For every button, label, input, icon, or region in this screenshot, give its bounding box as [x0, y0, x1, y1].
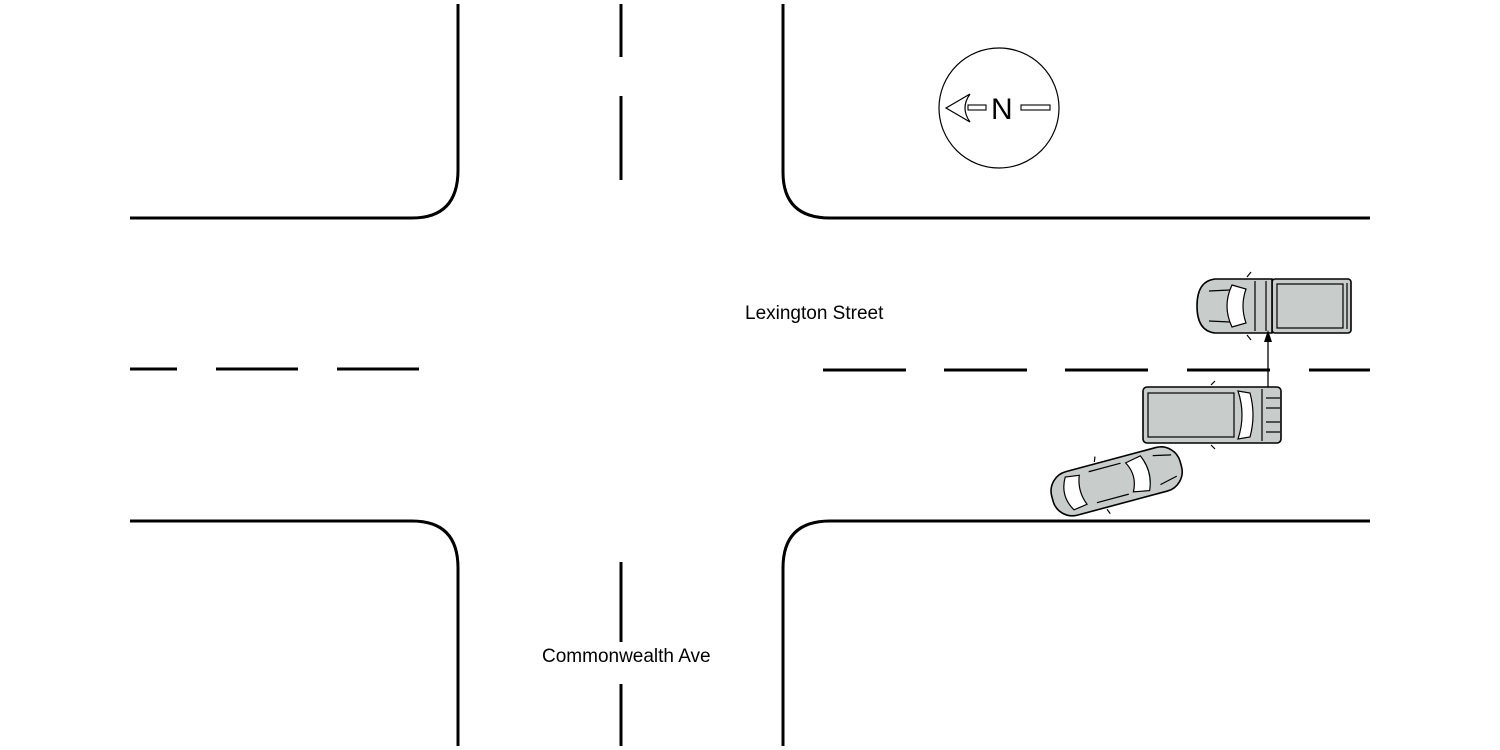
movement-arrow — [1264, 330, 1272, 388]
van-icon — [1142, 380, 1282, 450]
curb-bottom-left — [130, 519, 460, 746]
curb-top-right — [781, 4, 1370, 220]
curb-bottom-right — [781, 519, 1370, 746]
north-arrow-icon: N — [938, 47, 1060, 169]
street-label-commonwealth: Commonwealth Ave — [542, 646, 711, 667]
north-letter: N — [991, 93, 1013, 126]
street-label-lexington: Lexington Street — [745, 303, 884, 324]
pickup-truck-icon — [1196, 271, 1352, 341]
sedan-icon — [1050, 446, 1183, 517]
centerline-lexington — [130, 367, 1370, 372]
curb-top-left — [130, 4, 460, 220]
